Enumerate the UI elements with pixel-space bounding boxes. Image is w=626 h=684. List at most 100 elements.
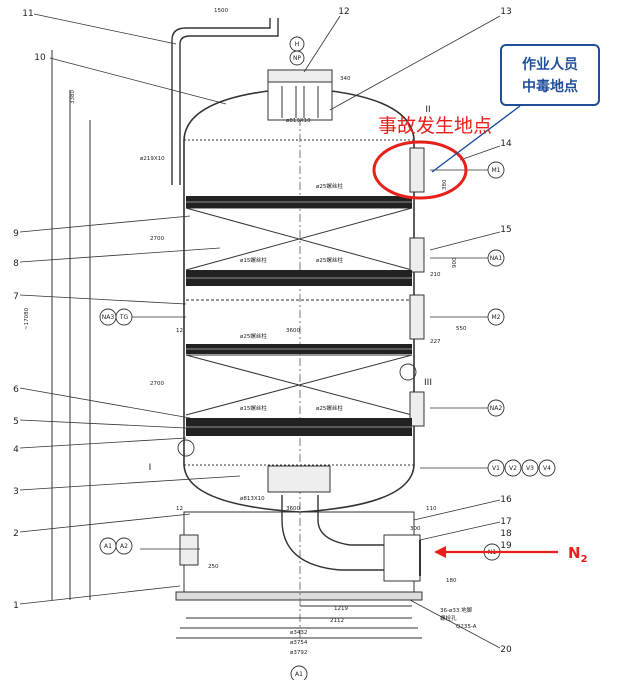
dim-3600: 3600: [286, 328, 300, 334]
nozzle-tag-v1: [487, 459, 505, 477]
tag-np-label: NP: [293, 55, 301, 62]
section-mark-ii: II: [425, 105, 430, 115]
tag-v4-label: V4: [543, 465, 551, 472]
dim-900: 900: [452, 257, 458, 268]
tag-a1-label: A1: [104, 543, 112, 550]
dim-3792: ø3792: [290, 650, 307, 656]
dim-grid-6: ø25螺丝柱: [316, 404, 343, 412]
dim-material: Q235-A: [456, 624, 477, 630]
tag-m1-label: M1: [492, 167, 501, 174]
section-mark-i: I: [149, 463, 152, 473]
leader-12: 12: [338, 7, 349, 17]
leader-18: 18: [500, 529, 512, 539]
tag-a1-bottom-label: A1: [295, 671, 303, 678]
manway-na1: [409, 237, 425, 273]
nozzle-tag-tg: [115, 308, 133, 326]
nozzle-tag-na2: [487, 399, 505, 417]
bottom-outlet-pipe: [281, 495, 400, 571]
leader-13: 13: [500, 7, 511, 17]
n2-main: N: [568, 544, 581, 562]
dim-3432: ø3432: [290, 630, 307, 636]
dim-1219: 1219: [334, 606, 348, 612]
dim-3380: 3380: [70, 90, 76, 104]
personnel-poisoning-callout: 作业人员 中毒地点: [500, 44, 600, 106]
dim-2112: 2112: [330, 618, 344, 624]
dim-3600b: 3600: [286, 506, 300, 512]
dim-grid-1: ø25螺丝柱: [316, 182, 343, 190]
base-ring: [175, 591, 423, 601]
dim-note-1: 36-ø33 地脚: [440, 606, 473, 614]
n2-gas-label: N2: [568, 544, 588, 565]
leader-4: 4: [13, 445, 19, 455]
tag-h-label: H: [295, 41, 300, 48]
leader-1: 1: [13, 601, 19, 611]
tag-v3-label: V3: [526, 465, 534, 472]
leader-7: 7: [13, 292, 19, 302]
dim-813-top: ø813X10: [286, 118, 311, 124]
leader-15: 15: [500, 225, 511, 235]
dim-300: 300: [410, 526, 421, 532]
detail-circle-iii: [399, 363, 417, 381]
leader-9: 9: [13, 229, 19, 239]
dim-12: 12: [176, 328, 183, 334]
detail-circle-i: [177, 439, 195, 457]
dim-340: 340: [340, 76, 351, 82]
top-inlet-pipe: [171, 18, 271, 185]
tag-m2-label: M2: [492, 314, 501, 321]
leader-16: 16: [500, 495, 512, 505]
dim-2700b: 2700: [150, 381, 164, 387]
tag-tg-label: TG: [119, 314, 129, 321]
dim-12b: 12: [176, 506, 183, 512]
leader-2: 2: [13, 529, 19, 539]
nozzle-tag-na1: [487, 249, 505, 267]
nozzle-tag-a2: [115, 537, 133, 555]
dim-grid-3: ø25螺丝柱: [316, 256, 343, 264]
callout-line-1: 作业人员: [522, 57, 578, 73]
leader-3: 3: [13, 487, 19, 497]
tag-na2-label: NA2: [490, 405, 503, 412]
tag-na3-label: NA3: [102, 314, 115, 321]
leader-10: 10: [34, 53, 46, 63]
dim-note-2: 螺栓孔: [440, 614, 457, 622]
section-mark-iii: III: [424, 378, 432, 388]
dim-210: 210: [430, 272, 441, 278]
callout-line-2: 中毒地点: [522, 79, 578, 95]
manway-m1: [409, 147, 425, 193]
tag-v1-label: V1: [492, 465, 500, 472]
dim-grid-2: ø15螺丝柱: [240, 256, 267, 264]
gas-inlet-box: [267, 465, 331, 493]
dim-813-bottom: ø813X10: [240, 496, 265, 502]
n2-sub: 2: [581, 554, 588, 565]
dim-2700: 2700: [150, 236, 164, 242]
leader-5: 5: [13, 417, 19, 427]
top-manway: [267, 81, 333, 121]
dim-110: 110: [426, 506, 437, 512]
dim-219: ø219X10: [140, 156, 165, 162]
manway-m2: [409, 294, 425, 340]
leader-11: 11: [22, 9, 33, 19]
dim-227: 227: [430, 339, 441, 345]
leader-17: 17: [500, 517, 511, 527]
nozzle-tag-np: [289, 50, 305, 66]
manway-na2: [409, 391, 425, 427]
dim-380: 380: [442, 179, 448, 190]
nozzle-tag-m1: [487, 161, 505, 179]
dim-3754: ø3754: [290, 640, 308, 646]
nozzle-tag-v3: [521, 459, 539, 477]
dim-550: 550: [456, 326, 467, 332]
nozzle-tag-v2: [504, 459, 522, 477]
dim-1500: 1500: [214, 8, 228, 14]
leader-6: 6: [13, 385, 19, 395]
leader-8: 8: [13, 259, 19, 269]
accident-location-ellipse: [372, 140, 468, 200]
dim-250: 250: [208, 564, 219, 570]
leader-20: 20: [500, 645, 512, 655]
dim-grid-5: ø15螺丝柱: [240, 404, 267, 412]
tag-v2-label: V2: [509, 465, 517, 472]
leader-19: 19: [500, 541, 512, 551]
dim-17080: ~17080: [24, 307, 30, 330]
nozzle-tag-m2: [487, 308, 505, 326]
skirt: [183, 511, 415, 593]
